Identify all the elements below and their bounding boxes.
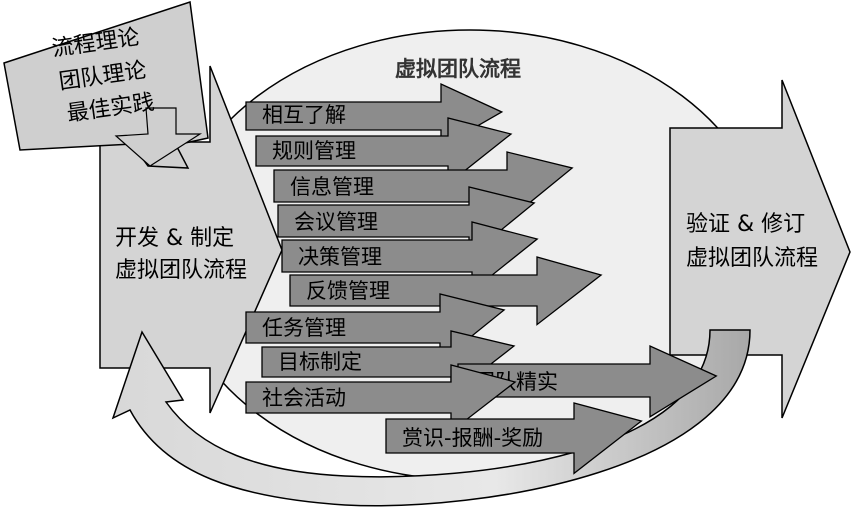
process-arrow: 信息管理 — [273, 151, 574, 223]
process-arrow-label: 反馈管理 — [306, 279, 390, 303]
process-arrow-shape — [385, 402, 643, 475]
process-arrow-label: 社会活动 — [262, 386, 346, 410]
process-arrow-label: 相互了解 — [262, 103, 346, 127]
process-arrow: 社会活动 — [245, 364, 517, 433]
process-arrow-shape — [273, 151, 574, 223]
process-arrow-label: 信息管理 — [290, 175, 374, 199]
process-arrow-label: 赏识-报酬-奖励 — [402, 426, 543, 450]
process-arrow: 决策管理 — [281, 221, 539, 293]
process-arrow-shape — [289, 256, 603, 326]
process-arrow: 规则管理 — [255, 117, 513, 186]
process-arrow: 相互了解 — [245, 82, 504, 148]
verify-arrow-line-1: 验证 & 修订 — [686, 212, 805, 237]
process-arrow-shape — [245, 364, 517, 433]
process-arrow: 任务管理 — [245, 293, 506, 363]
feedback-loop-arrow — [111, 329, 751, 507]
develop-arrow-line-2: 虚拟团队流程 — [115, 258, 247, 283]
input-sources-box: 流程理论 团队理论 最佳实践 — [3, 1, 209, 169]
process-arrow-label: 决策管理 — [298, 245, 382, 269]
process-arrow-label: 目标制定 — [278, 350, 362, 374]
process-arrow-label: 会议管理 — [294, 210, 378, 234]
develop-arrow-line-1: 开发 & 制定 — [115, 226, 234, 251]
verify-arrow-line-2: 虚拟团队流程 — [686, 246, 818, 271]
process-arrow-shape — [255, 117, 513, 186]
diagram-title: 虚拟团队流程 — [395, 57, 521, 81]
process-arrow: 赏识-报酬-奖励 — [385, 402, 643, 475]
process-arrow: 反馈管理 — [289, 256, 603, 326]
process-arrows: 相互了解规则管理信息管理会议管理决策管理反馈管理任务管理目标制定团队精实社会活动… — [245, 82, 718, 475]
process-arrow-label: 规则管理 — [272, 139, 356, 163]
process-arrow-shape — [281, 221, 539, 293]
process-arrow-label: 任务管理 — [262, 316, 346, 340]
